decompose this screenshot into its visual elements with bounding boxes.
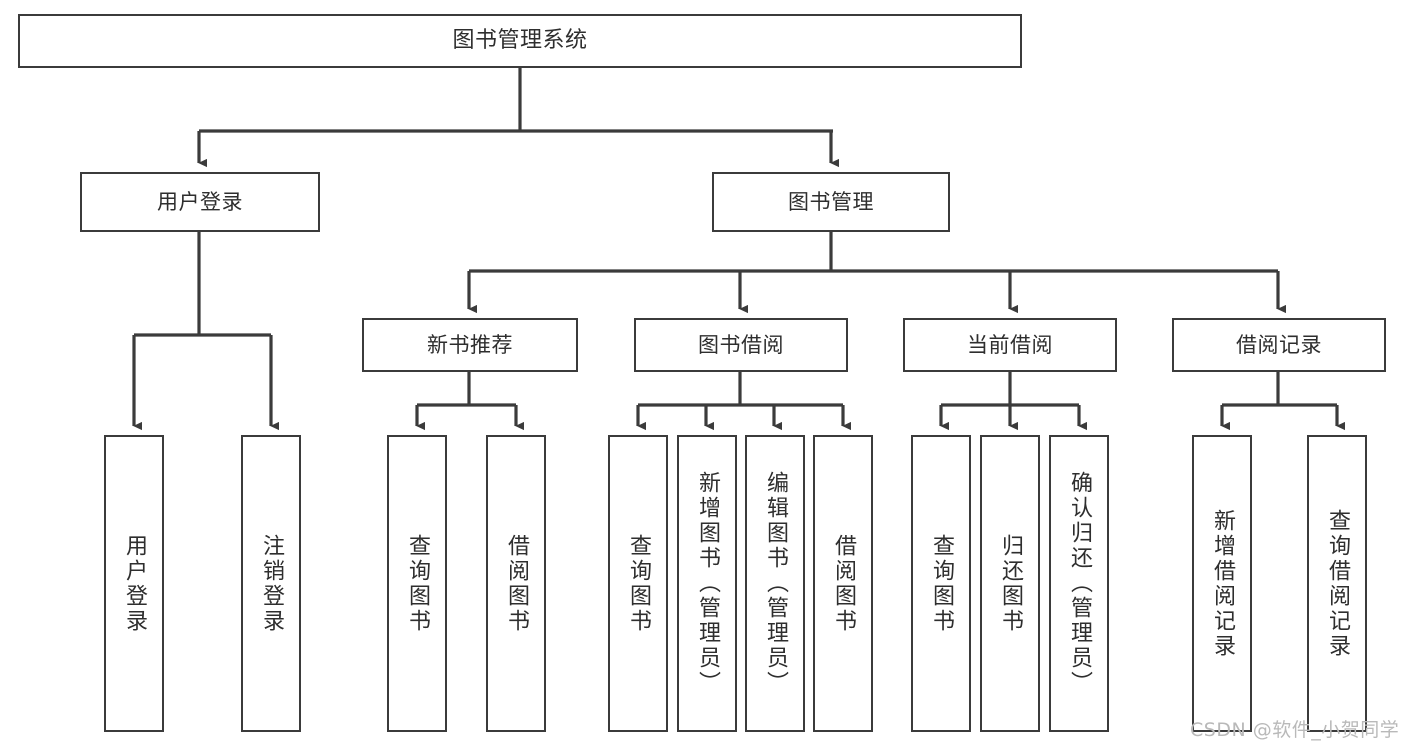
node-leaf-edit-book-label: 编辑图书（管理员） [763, 471, 788, 696]
node-user-login[interactable]: 用户登录 [80, 172, 320, 232]
node-leaf-borrow-book-2[interactable]: 借阅图书 [813, 435, 873, 732]
node-leaf-query-book-1-label: 查询图书 [405, 533, 430, 634]
node-borrow-record-label: 借阅记录 [1236, 332, 1322, 357]
node-leaf-query-book-3-label: 查询图书 [929, 533, 954, 634]
node-leaf-return-book-label: 归还图书 [998, 533, 1023, 634]
node-leaf-edit-book[interactable]: 编辑图书（管理员） [745, 435, 805, 732]
node-leaf-logout-login[interactable]: 注销登录 [241, 435, 301, 732]
node-leaf-logout-login-label: 注销登录 [259, 533, 284, 634]
node-leaf-query-book-3[interactable]: 查询图书 [911, 435, 971, 732]
node-leaf-add-record-label: 新增借阅记录 [1210, 508, 1235, 659]
node-leaf-query-book-2-label: 查询图书 [626, 533, 651, 634]
node-root[interactable]: 图书管理系统 [18, 14, 1022, 68]
node-leaf-query-record[interactable]: 查询借阅记录 [1307, 435, 1367, 732]
node-current-borrow[interactable]: 当前借阅 [903, 318, 1117, 372]
node-new-book-recommend[interactable]: 新书推荐 [362, 318, 578, 372]
node-book-manage-label: 图书管理 [788, 189, 874, 214]
node-leaf-borrow-book-1[interactable]: 借阅图书 [486, 435, 546, 732]
node-book-borrow-label: 图书借阅 [698, 332, 784, 357]
node-leaf-add-record[interactable]: 新增借阅记录 [1192, 435, 1252, 732]
node-leaf-query-book-1[interactable]: 查询图书 [387, 435, 447, 732]
node-root-label: 图书管理系统 [452, 27, 588, 53]
node-leaf-borrow-book-2-label: 借阅图书 [831, 533, 856, 634]
node-borrow-record[interactable]: 借阅记录 [1172, 318, 1386, 372]
node-leaf-borrow-book-1-label: 借阅图书 [504, 533, 529, 634]
node-book-borrow[interactable]: 图书借阅 [634, 318, 848, 372]
node-leaf-query-book-2[interactable]: 查询图书 [608, 435, 668, 732]
node-leaf-user-login-label: 用户登录 [122, 533, 147, 634]
node-user-login-label: 用户登录 [157, 189, 243, 214]
node-leaf-confirm-return[interactable]: 确认归还（管理员） [1049, 435, 1109, 732]
node-book-manage[interactable]: 图书管理 [712, 172, 950, 232]
node-leaf-add-book-label: 新增图书（管理员） [695, 471, 720, 696]
node-current-borrow-label: 当前借阅 [967, 332, 1053, 357]
csdn-watermark: CSDN @软件_小贺同学 [1190, 719, 1400, 741]
node-leaf-add-book[interactable]: 新增图书（管理员） [677, 435, 737, 732]
node-leaf-confirm-return-label: 确认归还（管理员） [1067, 471, 1092, 696]
node-leaf-user-login[interactable]: 用户登录 [104, 435, 164, 732]
node-new-book-recommend-label: 新书推荐 [427, 332, 513, 357]
node-leaf-return-book[interactable]: 归还图书 [980, 435, 1040, 732]
node-leaf-query-record-label: 查询借阅记录 [1325, 508, 1350, 659]
